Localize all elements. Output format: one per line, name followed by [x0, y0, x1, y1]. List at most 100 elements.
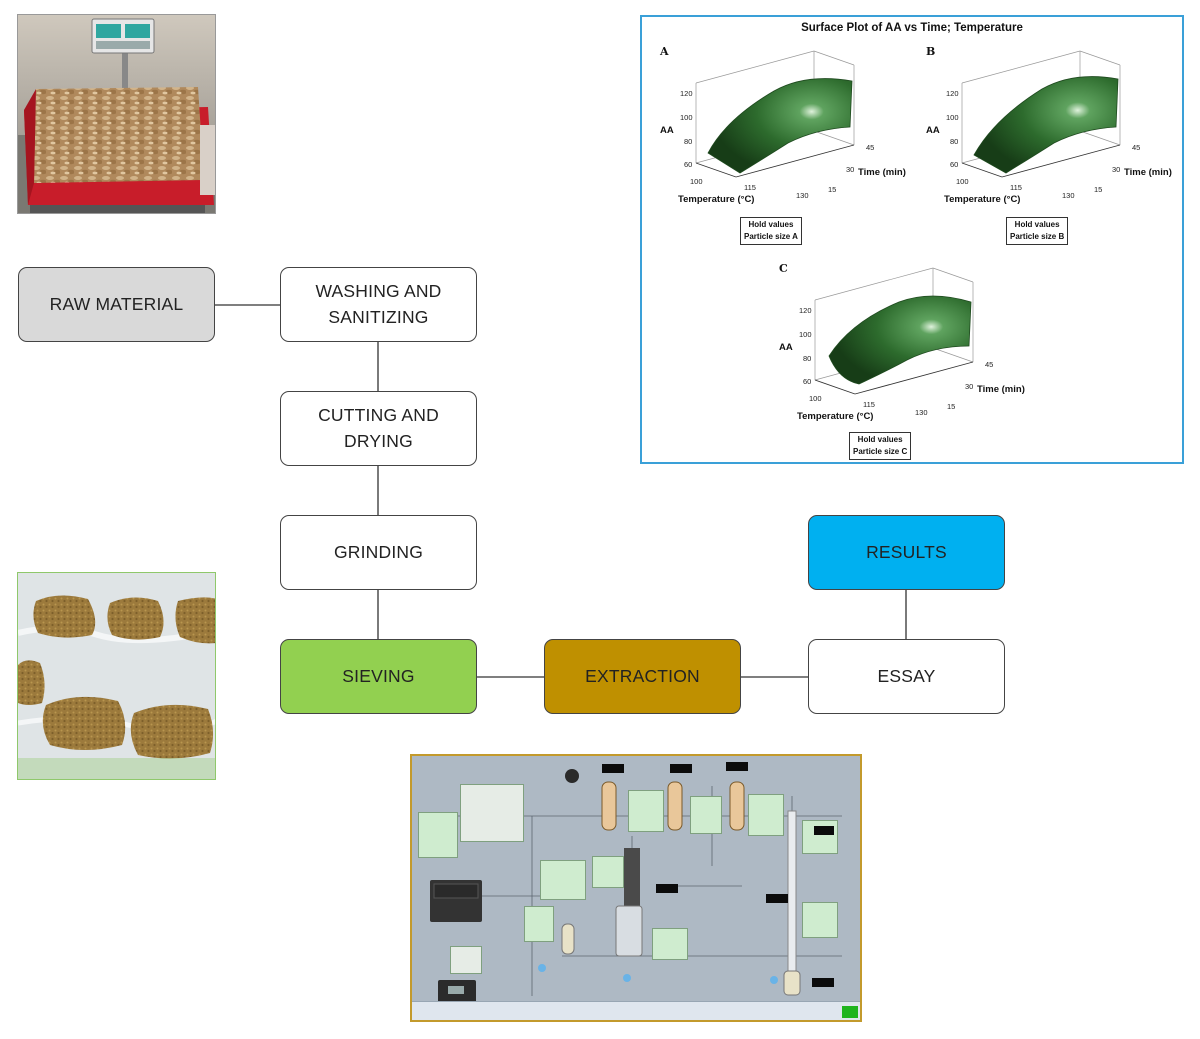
plot-a-letter: A [660, 45, 669, 58]
plot-b-ytick-15: 15 [1094, 185, 1103, 194]
sieving-label: SIEVING [342, 665, 415, 686]
scada-panel-6 [802, 820, 838, 854]
cutting-drying-node: CUTTING AND DRYING [280, 391, 477, 466]
surface-plot-a: A AA 120 100 80 60 100 115 130 Temperatu… [656, 43, 916, 245]
plot-b-xtick-100: 100 [956, 177, 969, 186]
scada-panel-8 [592, 856, 624, 888]
surface-plot-b-graphic [961, 50, 1121, 178]
surface-plot-panel: Surface Plot of AA vs Time; Temperature [640, 15, 1184, 464]
plot-c-xlabel: Temperature (°C) [797, 411, 874, 422]
plot-a-xtick-115: 115 [744, 183, 756, 192]
cutting-label-line1: CUTTING AND [318, 405, 439, 426]
plot-a-ztick-100: 100 [680, 113, 693, 122]
plot-b-ylabel: Time (min) [1124, 167, 1172, 178]
raw-material-node: RAW MATERIAL [18, 267, 215, 342]
plot-b-ytick-30: 30 [1112, 165, 1121, 174]
plot-c-xtick-130: 130 [915, 408, 928, 417]
plot-b-ytick-45: 45 [1132, 143, 1141, 152]
plot-b-xtick-115: 115 [1010, 183, 1022, 192]
plot-c-ztick-60: 60 [803, 377, 812, 386]
scada-display-4 [814, 826, 834, 835]
grinding-node: GRINDING [280, 515, 477, 590]
ground-samples-illustration [18, 573, 215, 779]
extraction-node: EXTRACTION [544, 639, 741, 714]
essay-label: ESSAY [877, 665, 936, 686]
plot-a-hold-line1: Hold values [748, 220, 794, 229]
scada-panel-12 [450, 946, 482, 974]
plot-c-xtick-100: 100 [809, 394, 822, 403]
plot-b-xtick-130: 130 [1062, 191, 1075, 200]
raw-ginger-illustration [18, 15, 215, 213]
plot-b-ztick-100: 100 [946, 113, 959, 122]
scada-display-2 [670, 764, 692, 773]
washing-sanitizing-node: WASHING AND SANITIZING [280, 267, 477, 342]
scada-display-1 [602, 764, 624, 773]
washing-label-line1: WASHING AND [315, 281, 442, 302]
plot-c-xtick-115: 115 [863, 400, 875, 409]
plot-c-ytick-45: 45 [985, 360, 994, 369]
plot-c-hold-values: Hold values Particle size C [849, 432, 912, 460]
plot-c-zlabel: AA [779, 342, 793, 353]
plot-b-ztick-60: 60 [950, 160, 959, 169]
plot-b-hold-values: Hold values Particle size B [1006, 217, 1069, 245]
scada-panel-7 [540, 860, 586, 900]
plot-a-xtick-130: 130 [796, 191, 809, 200]
cutting-label-line2: DRYING [344, 430, 413, 451]
ground-samples-photo [17, 572, 216, 780]
scada-panel-2 [418, 812, 458, 858]
raw-material-label: RAW MATERIAL [49, 293, 184, 314]
extraction-scada-screenshot [410, 754, 862, 1022]
plot-c-ylabel: Time (min) [977, 384, 1025, 395]
plot-a-ytick-45: 45 [866, 143, 875, 152]
plot-a-ztick-120: 120 [680, 89, 693, 98]
scada-status-indicator [842, 1006, 858, 1018]
plot-a-ytick-30: 30 [846, 165, 855, 174]
plot-a-ytick-15: 15 [828, 185, 837, 194]
plot-b-xlabel: Temperature (°C) [944, 194, 1021, 205]
plot-a-ztick-60: 60 [684, 160, 693, 169]
raw-ginger-photo [17, 14, 216, 214]
scada-panel-10 [802, 902, 838, 938]
results-label: RESULTS [866, 541, 947, 562]
plot-a-xtick-100: 100 [690, 177, 703, 186]
surface-plot-a-graphic [695, 50, 855, 178]
washing-label-line2: SANITIZING [328, 306, 429, 327]
results-node: RESULTS [808, 515, 1005, 590]
plot-c-ytick-30: 30 [965, 382, 974, 391]
plot-b-hold-line2: Particle size B [1010, 232, 1065, 241]
scada-panel-4 [690, 796, 722, 834]
plot-b-hold-line1: Hold values [1014, 220, 1060, 229]
plot-c-ztick-100: 100 [799, 330, 812, 339]
plot-b-ztick-80: 80 [950, 137, 959, 146]
scada-panel-11 [524, 906, 554, 942]
essay-node: ESSAY [808, 639, 1005, 714]
scada-panel-1 [460, 784, 524, 842]
scada-display-5 [656, 884, 678, 893]
scada-panel-5 [748, 794, 784, 836]
plot-b-letter: B [926, 45, 936, 58]
plot-c-ztick-120: 120 [799, 306, 812, 315]
scada-panel-3 [628, 790, 664, 832]
scada-panel-9 [652, 928, 688, 960]
plot-b-ztick-120: 120 [946, 89, 959, 98]
surface-plot-title: Surface Plot of AA vs Time; Temperature [801, 22, 1023, 34]
scada-display-7 [812, 978, 834, 987]
surface-plot-c: C AA 120 100 80 60 100 115 130 Temperatu… [775, 260, 1035, 460]
grinding-label: GRINDING [333, 541, 424, 562]
plot-c-ztick-80: 80 [803, 354, 812, 363]
plot-c-letter: C [779, 262, 788, 275]
scada-display-6 [766, 894, 788, 903]
scada-schematic-illustration [430, 769, 842, 1006]
plot-a-hold-line2: Particle size A [744, 232, 798, 241]
plot-a-hold-values: Hold values Particle size A [740, 217, 802, 245]
plot-a-xlabel: Temperature (°C) [678, 194, 755, 205]
plot-c-hold-line1: Hold values [857, 435, 903, 444]
scada-display-3 [726, 762, 748, 771]
extraction-label: EXTRACTION [585, 665, 700, 686]
scada-taskbar [412, 1001, 860, 1020]
plot-c-hold-line2: Particle size C [853, 447, 908, 456]
plot-a-ylabel: Time (min) [858, 167, 906, 178]
plot-a-zlabel: AA [660, 125, 674, 136]
plot-b-zlabel: AA [926, 125, 940, 136]
